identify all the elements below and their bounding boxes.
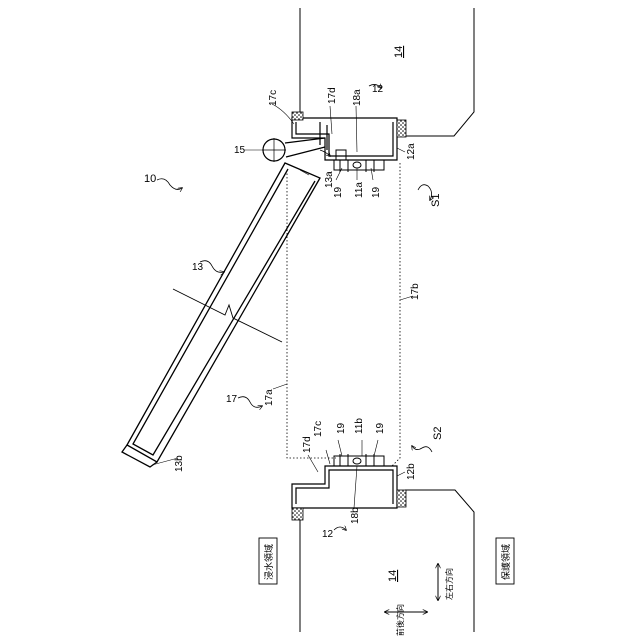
lower-wall	[292, 466, 397, 508]
label-panel-end-b: 13b	[174, 455, 185, 472]
lower-seal-pad	[397, 490, 406, 507]
label-floor-lower: 14	[387, 570, 399, 582]
label-sheet-c-top: 17c	[268, 90, 279, 106]
upper-wall	[292, 118, 397, 160]
protected-area-label: 保護領域	[500, 544, 512, 580]
label-wall-upper: 12	[372, 84, 384, 95]
flood-area-label: 浸水領域	[263, 544, 275, 580]
label-base-b: 11b	[354, 418, 365, 434]
label-panel: 13	[192, 262, 204, 273]
label-base-a: 11a	[354, 182, 365, 198]
label-bracket-a: 18a	[352, 89, 363, 106]
left-right-direction-label: 左右方向	[444, 568, 454, 600]
label-panel-end-a: 13a	[324, 171, 335, 188]
floor-outline-upper	[300, 8, 474, 136]
label-sheet-b: 17b	[410, 283, 421, 300]
label-floor-upper: 14	[393, 46, 405, 58]
label-hinge: 15	[234, 145, 246, 156]
pointer-arrows	[157, 84, 432, 530]
label-wall-end-a: 12a	[406, 143, 417, 160]
upper-seal-pad-left	[292, 112, 303, 120]
label-space-1: S1	[430, 194, 442, 207]
hinge	[262, 138, 325, 162]
label-sheet-a: 17a	[264, 389, 275, 406]
panel	[122, 163, 320, 467]
upper-seal-pad	[397, 120, 406, 137]
label-bracket-b: 18b	[350, 507, 361, 524]
floor-outline-lower	[300, 490, 474, 632]
label-sheet-d-top: 17d	[327, 87, 338, 104]
lower-bracket	[334, 454, 384, 466]
front-back-direction-label: 前後方向	[395, 604, 405, 636]
label-device: 10	[144, 173, 156, 185]
label-space-2: S2	[432, 427, 444, 440]
label-sheet-d-bottom: 17d	[302, 436, 313, 453]
label-bolt-3: 19	[336, 422, 347, 434]
lower-seal-pad-left	[292, 508, 303, 520]
label-sheet-c-bottom: 17c	[313, 421, 324, 437]
label-bolt-4: 19	[375, 422, 386, 434]
label-bolt-2: 19	[371, 186, 382, 198]
label-wall-end-b: 12b	[406, 463, 417, 480]
label-wall-lower: 12	[322, 529, 334, 540]
protected-area-box: 保護領域	[496, 538, 514, 584]
flood-area-box: 浸水領域	[259, 538, 277, 584]
label-bolt-1: 19	[333, 186, 344, 198]
sheet-dotted	[287, 163, 400, 466]
label-sheet: 17	[226, 394, 238, 405]
